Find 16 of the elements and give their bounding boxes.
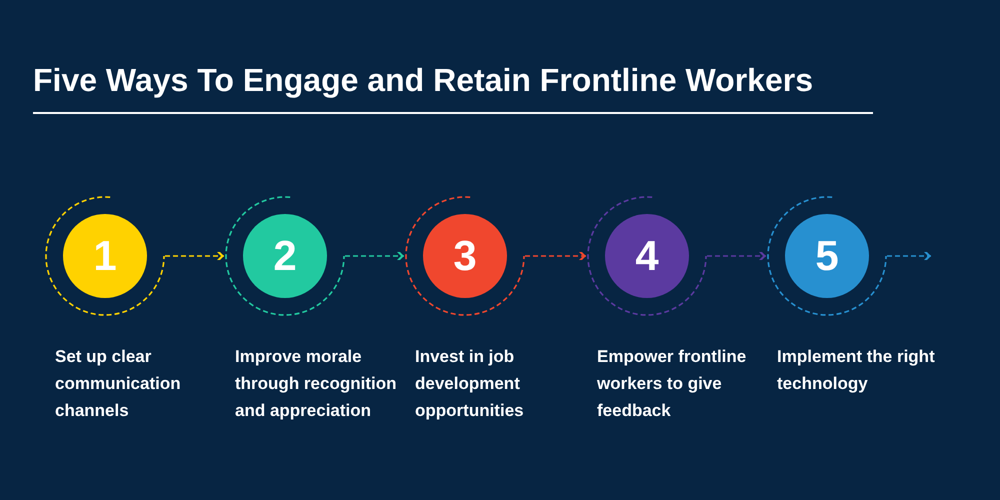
step-node [767, 196, 887, 316]
step-number: 3 [452, 231, 478, 281]
step-number: 2 [272, 231, 298, 281]
step-description: Empower frontline workers to give feedback [597, 346, 748, 422]
title: Five Ways To Engage and Retain Frontline Workers [33, 62, 813, 99]
step-node [45, 196, 165, 316]
step-description: Implement the right technology [777, 346, 936, 395]
step-node [225, 196, 345, 316]
step-number: 5 [814, 231, 840, 281]
step-number: 1 [92, 231, 118, 281]
step-node [587, 196, 707, 316]
step-description: Set up clear communication channels [55, 346, 182, 422]
step-number: 4 [634, 231, 660, 281]
step-description: Improve morale through recognition and appreciation [235, 346, 398, 422]
step-description: Invest in job development opportunities [415, 346, 525, 422]
step-node [405, 196, 525, 316]
